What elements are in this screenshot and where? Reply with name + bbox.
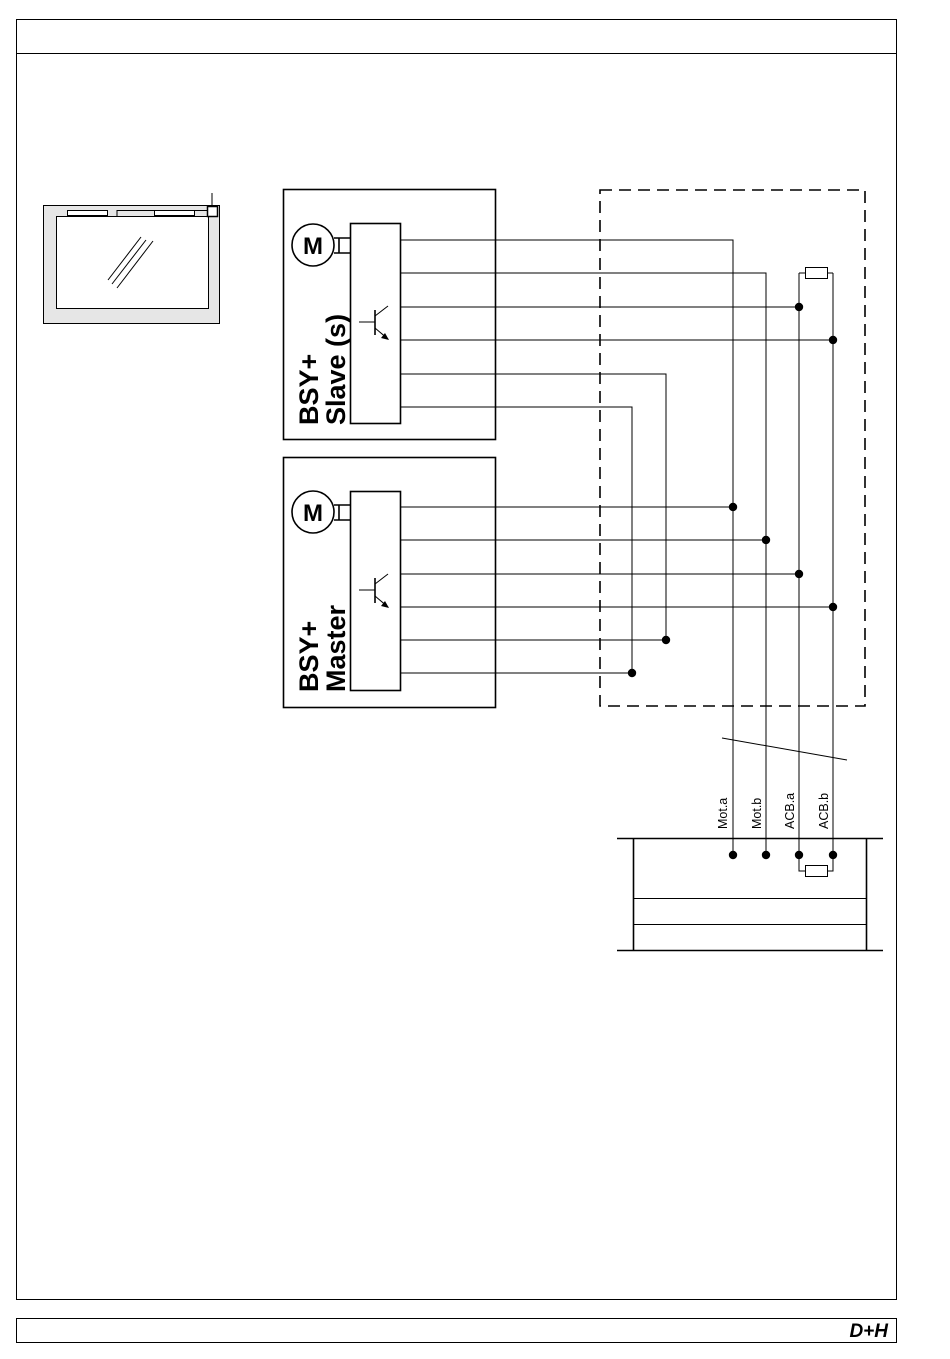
master-motor-letter: M: [303, 500, 323, 527]
terminal-label-acb-b: ACB.b: [817, 793, 831, 829]
cable-marker: [722, 738, 847, 760]
master-label: BSY+ Master: [294, 604, 351, 692]
master-label-line1: BSY+: [294, 621, 324, 692]
bottom-resistor: [799, 855, 833, 877]
terminal-label-acb-a: ACB.a: [783, 793, 797, 829]
footer-bar: [17, 1319, 897, 1343]
slave-motor-letter: M: [303, 233, 323, 260]
slave-label: BSY+ Slave (s): [294, 314, 351, 425]
top-resistor: [799, 268, 833, 856]
master-wires: [400, 507, 833, 673]
slave-label-line2: Slave (s): [321, 314, 351, 425]
slave-label-line1: BSY+: [294, 354, 324, 425]
slave-transistor-icon: [359, 306, 389, 340]
slave-wires: [400, 240, 833, 855]
terminal-label-mot-a: Mot.a: [716, 798, 730, 829]
terminal-label-mot-b: Mot.b: [750, 798, 764, 829]
dh-logo: D+H: [849, 1321, 889, 1342]
master-unit: M BSY+ Master: [284, 458, 496, 708]
terminal-block: [617, 838, 883, 951]
master-transistor-icon: [359, 574, 389, 608]
master-label-line2: Master: [321, 604, 351, 692]
slave-unit: M BSY+ Slave (s): [284, 190, 496, 440]
window-icon: [44, 193, 220, 324]
